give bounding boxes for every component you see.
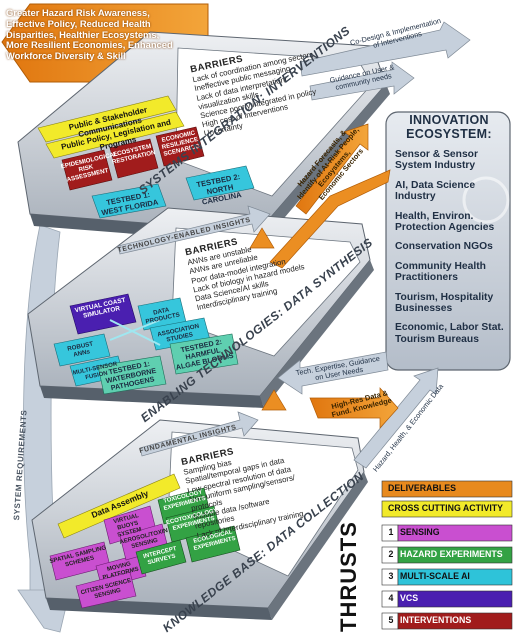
orange-arrows [249, 123, 399, 429]
legend-thrust-swatch [397, 524, 513, 542]
legend-deliverables-swatch [381, 480, 513, 498]
ecosystem-item: Community Health Practitioners [395, 261, 510, 284]
eco-line: Tourism, Hospitality [395, 291, 494, 303]
legend-interventions: 5 INTERVENTIONS [382, 612, 512, 629]
innovation-ecosystem: INNOVATION ECOSYSTEM: Sensor & Sensor Sy… [388, 113, 510, 345]
legend-number: 2 [388, 549, 394, 559]
legend-number: 4 [388, 593, 394, 603]
ecosystem-title: ECOSYSTEM: [406, 126, 492, 141]
legend-thrust-swatch [397, 546, 513, 564]
eco-line: Community Health [395, 260, 486, 272]
eco-line: System Industry [395, 160, 476, 172]
outcome-line: More Resilient Economies, Enhanced [6, 39, 173, 51]
legend-deliverables: DELIVERABLES [382, 480, 512, 497]
legend-number: 5 [388, 615, 394, 625]
eco-line: Sensor & Sensor [395, 149, 478, 160]
legend-label: SENSING [400, 527, 440, 537]
eco-line: Practitioners [395, 272, 458, 284]
legend-sensing: 1 SENSING [382, 524, 512, 541]
ecosystem-title: INNOVATION [409, 113, 489, 127]
legend-number: 1 [388, 527, 394, 537]
ecosystem-item: Health, Environ. Protection Agencies [395, 211, 510, 234]
legend-label: VCS [400, 593, 419, 603]
outcome-line: Effective Policy, Reduced Health [6, 17, 151, 29]
legend-label: INTERVENTIONS [400, 615, 472, 625]
outcome-line: Greater Hazard Risk Awareness, [6, 7, 150, 18]
outcomes-text: Greater Hazard Risk Awareness, Effective… [6, 7, 206, 62]
legend-number: 3 [388, 571, 394, 581]
eco-line: Businesses [395, 303, 453, 315]
legend-label: DELIVERABLES [388, 483, 456, 493]
eco-line: Industry [395, 191, 436, 203]
eco-line: Conservation NGOs [395, 241, 493, 253]
legend-cross-cutting-swatch [381, 500, 513, 518]
legend-cross-cutting: CROSS CUTTING ACTIVITY [382, 500, 512, 517]
legend-thrust-swatch [397, 612, 513, 630]
outcome-line: Workforce Diversity & Skill [6, 50, 126, 62]
right-arrows [117, 21, 471, 469]
eco-line: Health, Environ. [395, 210, 474, 222]
eco-line: Protection Agencies [395, 222, 495, 234]
eco-line: Tourism Bureaus [395, 333, 479, 345]
legend-hazard-experiments: 2 HAZARD EXPERIMENTS [382, 546, 512, 563]
ecosystem-item: AI, Data Science Industry [395, 180, 510, 203]
legend-label: HAZARD EXPERIMENTS [400, 549, 503, 559]
legend-thrust-swatch [397, 590, 513, 608]
ecosystem-item: Sensor & Sensor System Industry [395, 149, 510, 172]
ecosystem-item: Economic, Labor Stat. Tourism Bureaus [395, 322, 510, 345]
eco-line: AI, Data Science [395, 179, 476, 191]
thrusts-title: THRUSTS [336, 521, 361, 632]
legend-label: CROSS CUTTING ACTIVITY [388, 503, 504, 513]
ecosystem-item: Tourism, Hospitality Businesses [395, 292, 510, 315]
legend-boxes [381, 480, 513, 630]
ecosystem-item: Conservation NGOs [395, 241, 510, 252]
eco-line: Economic, Labor Stat. [395, 322, 504, 334]
legend-multi-scale-ai: 3 MULTI-SCALE AI [382, 568, 512, 585]
outcome-line: Disparities, Healthier Ecosystems, [6, 28, 160, 40]
legend-label: MULTI-SCALE AI [400, 571, 470, 581]
collection-layer [31, 419, 368, 620]
ecosystem-panel [385, 111, 511, 371]
legend-vcs: 4 VCS [382, 590, 512, 607]
legend-thrust-swatch [397, 568, 513, 586]
